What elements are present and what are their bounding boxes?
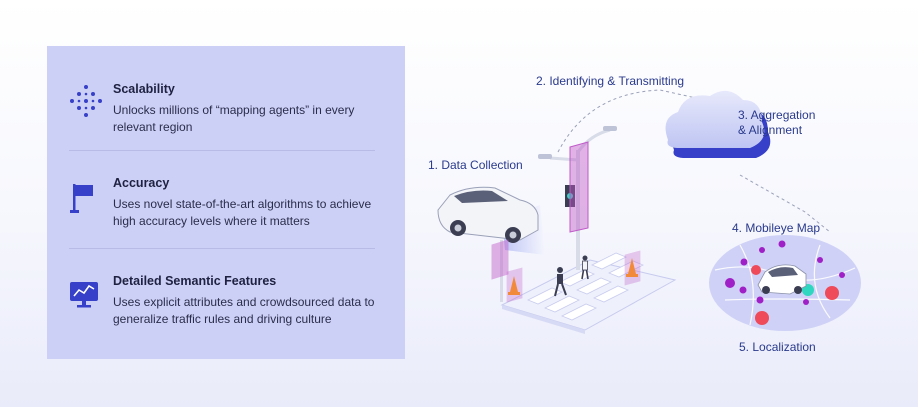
feature-title: Accuracy xyxy=(113,176,170,190)
car-illustration xyxy=(437,186,539,243)
feature-description: Unlocks millions of “mapping agents” in … xyxy=(113,103,355,134)
monitor-graph-icon xyxy=(69,280,99,315)
dot-network-icon xyxy=(69,84,103,123)
pedestrian xyxy=(581,255,589,280)
step-label-identifying: 2. Identifying & Transmitting xyxy=(536,74,685,88)
street-scene xyxy=(500,252,677,334)
feature-title: Scalability xyxy=(113,82,175,96)
pedestrian xyxy=(554,267,567,297)
feature-description: Uses explicit attributes and crowdsource… xyxy=(113,295,375,326)
divider xyxy=(69,150,375,151)
aggregation-path xyxy=(739,174,831,233)
process-diagram xyxy=(437,89,861,334)
step-label-data-collection: 1. Data Collection xyxy=(428,158,523,172)
feature-title: Detailed Semantic Features xyxy=(113,274,277,288)
step-label-localization: 5. Localization xyxy=(739,340,816,354)
process-illustration: 1. Data Collection 2. Identifying & Tran… xyxy=(410,0,918,407)
map-illustration xyxy=(709,235,861,331)
street-lamp xyxy=(538,126,617,270)
step-label-aggregation: 3. Aggregation xyxy=(738,108,816,122)
divider xyxy=(69,248,375,249)
step-label-aggregation-2: & Alignment xyxy=(738,123,803,137)
step-label-mobileye-map: 4. Mobileye Map xyxy=(732,221,821,235)
transmission-path xyxy=(557,89,706,153)
traffic-cone xyxy=(506,267,523,303)
traffic-cone xyxy=(624,250,641,286)
features-panel: Scalability Unlocks millions of “mapping… xyxy=(47,46,405,359)
cloud-icon xyxy=(665,90,771,158)
feature-description: Uses novel state-of-the-art algorithms t… xyxy=(113,197,372,228)
road-sign xyxy=(491,239,509,302)
flag-icon xyxy=(69,182,97,219)
